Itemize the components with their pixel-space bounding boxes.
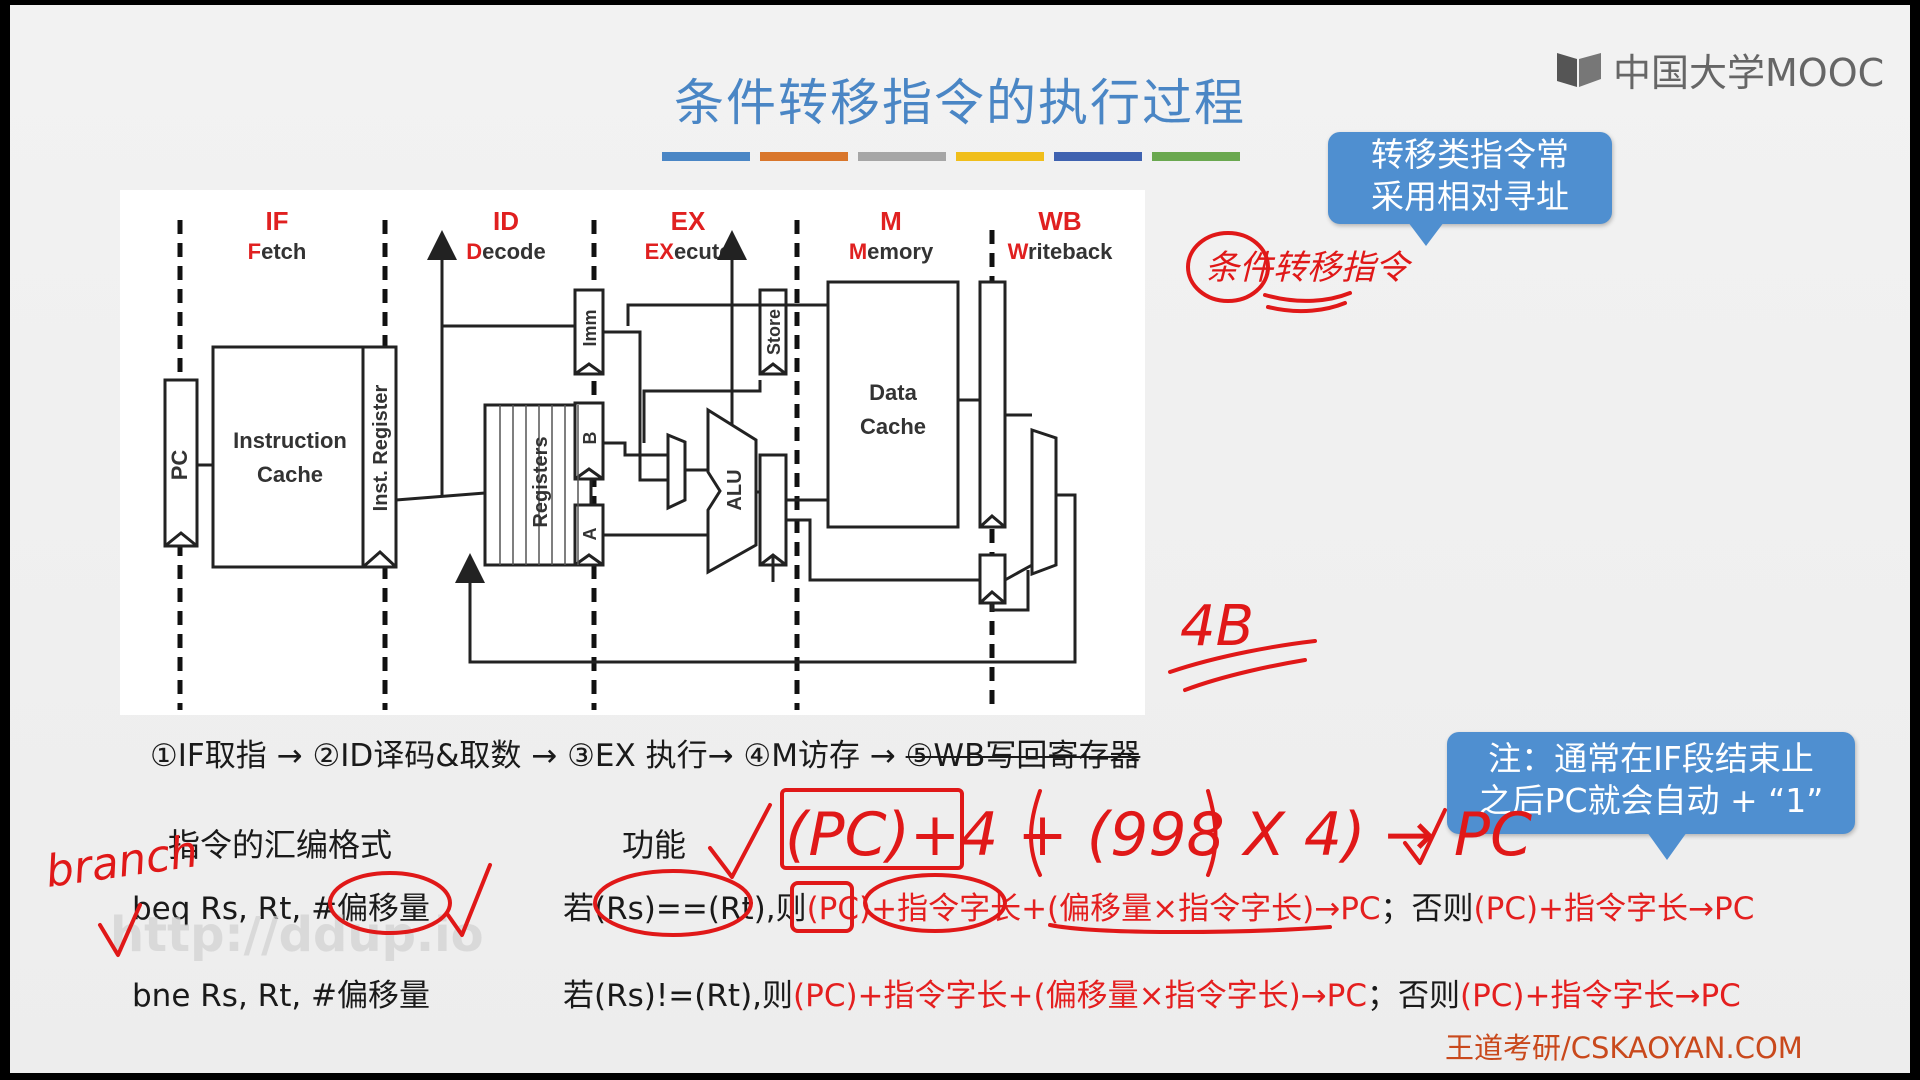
pc-label: PC xyxy=(167,450,192,481)
steps-1-4: ①IF取指 → ②ID译码&取数 → ③EX 执行→ ④M访存 → xyxy=(150,738,906,774)
hw-cond-branch: 条件转移指令 xyxy=(1205,248,1413,288)
callout-line: 之后PC就会自动 + “1” xyxy=(1478,781,1824,820)
stage-if-name: Fetch xyxy=(248,239,307,264)
header-function: 功能 xyxy=(622,826,687,864)
registers-label: Registers xyxy=(530,436,552,527)
step-5-wb: ⑤WB写回寄存器 xyxy=(905,738,1141,774)
callout-tail xyxy=(1647,832,1687,860)
beq-condition: 若(Rs)==(Rt),则 xyxy=(563,891,807,927)
ddup-watermark: http://ddup.io xyxy=(110,907,484,963)
callout-relative-addressing: 转移类指令常 采用相对寻址 xyxy=(1328,132,1612,246)
hw-4b: 4B xyxy=(1180,594,1254,659)
a-label: A xyxy=(580,528,600,541)
hw-formula: (PC)+4 + (998 X 4) → PC xyxy=(785,800,1532,870)
callout-line: 转移类指令常 xyxy=(1371,135,1569,174)
slide: 条件转移指令的执行过程 中国大学MOOC IF F xyxy=(10,5,1910,1073)
stage-wb-code: WB xyxy=(1038,206,1081,236)
beq-function: 若(Rs)==(Rt),则(PC)+指令字长+(偏移量×指令字长)→PC；否则(… xyxy=(563,883,1754,928)
stage-ex-code: EX xyxy=(671,206,706,236)
imm-label: Imm xyxy=(580,309,600,346)
stage-if-code: IF xyxy=(265,206,288,236)
callout-pc-auto-increment: 注：通常在IF段结束止 之后PC就会自动 + “1” xyxy=(1447,732,1855,860)
slide-title: 条件转移指令的执行过程 xyxy=(674,74,1246,132)
color-bar-segment xyxy=(662,152,750,161)
credit-text: 王道考研/CSKAOYAN.COM xyxy=(1445,1031,1803,1065)
ir-label: Inst. Register xyxy=(370,384,392,511)
mooc-logo: 中国大学MOOC xyxy=(1555,45,1884,95)
stage-id-name: Decode xyxy=(466,239,545,264)
pipeline-diagram: IF Fetch ID Decode EX EXecute M Memory W… xyxy=(120,190,1145,715)
color-bar-segment xyxy=(1152,152,1240,161)
mooc-logo-text: 中国大学MOOC xyxy=(1613,50,1885,95)
pipeline-steps: ①IF取指 → ②ID译码&取数 → ③EX 执行→ ④M访存 → ⑤WB写回寄… xyxy=(150,730,1140,775)
bne-else-action: (PC)+指令字长→PC xyxy=(1459,978,1741,1014)
dcache-label: Cache xyxy=(860,414,926,439)
color-bar-segment xyxy=(956,152,1044,161)
icache-label: Instruction xyxy=(233,428,347,453)
alu-label: ALU xyxy=(724,469,746,510)
stage-id-code: ID xyxy=(493,206,519,236)
stage-wb-name: Writeback xyxy=(1008,239,1114,264)
beq-then: (PC)+指令字长+(偏移量×指令字长)→PC xyxy=(806,891,1381,927)
color-bar-segment xyxy=(760,152,848,161)
mooc-logo-icon xyxy=(1555,49,1603,89)
callout-line: 注：通常在IF段结束止 xyxy=(1488,739,1814,778)
bne-then: (PC)+指令字长+(偏移量×指令字长)→PC xyxy=(793,978,1367,1014)
beq-else: ；否则 xyxy=(1380,891,1474,927)
stage-m-name: Memory xyxy=(849,239,934,264)
callout-line: 采用相对寻址 xyxy=(1371,177,1569,216)
color-bar-segment xyxy=(1054,152,1142,161)
color-bar-segment xyxy=(858,152,946,161)
b-label: B xyxy=(580,432,600,445)
bne-function: 若(Rs)!=(Rt),则(PC)+指令字长+(偏移量×指令字长)→PC；否则(… xyxy=(563,970,1741,1015)
bne-condition: 若(Rs)!=(Rt),则 xyxy=(563,978,794,1014)
color-bar xyxy=(662,152,1240,161)
bne-format: bne Rs, Rt, #偏移量 xyxy=(132,978,431,1014)
stage-m-code: M xyxy=(880,206,902,236)
bne-else: ；否则 xyxy=(1366,978,1460,1014)
icache-label: Cache xyxy=(257,462,323,487)
beq-else-action: (PC)+指令字长→PC xyxy=(1473,891,1755,927)
store-label: Store xyxy=(764,309,784,355)
header-asm-format: 指令的汇编格式 xyxy=(168,826,393,864)
dcache-label: Data xyxy=(869,380,917,405)
callout-tail xyxy=(1408,222,1444,246)
stage-ex-name: EXecute xyxy=(645,239,732,264)
